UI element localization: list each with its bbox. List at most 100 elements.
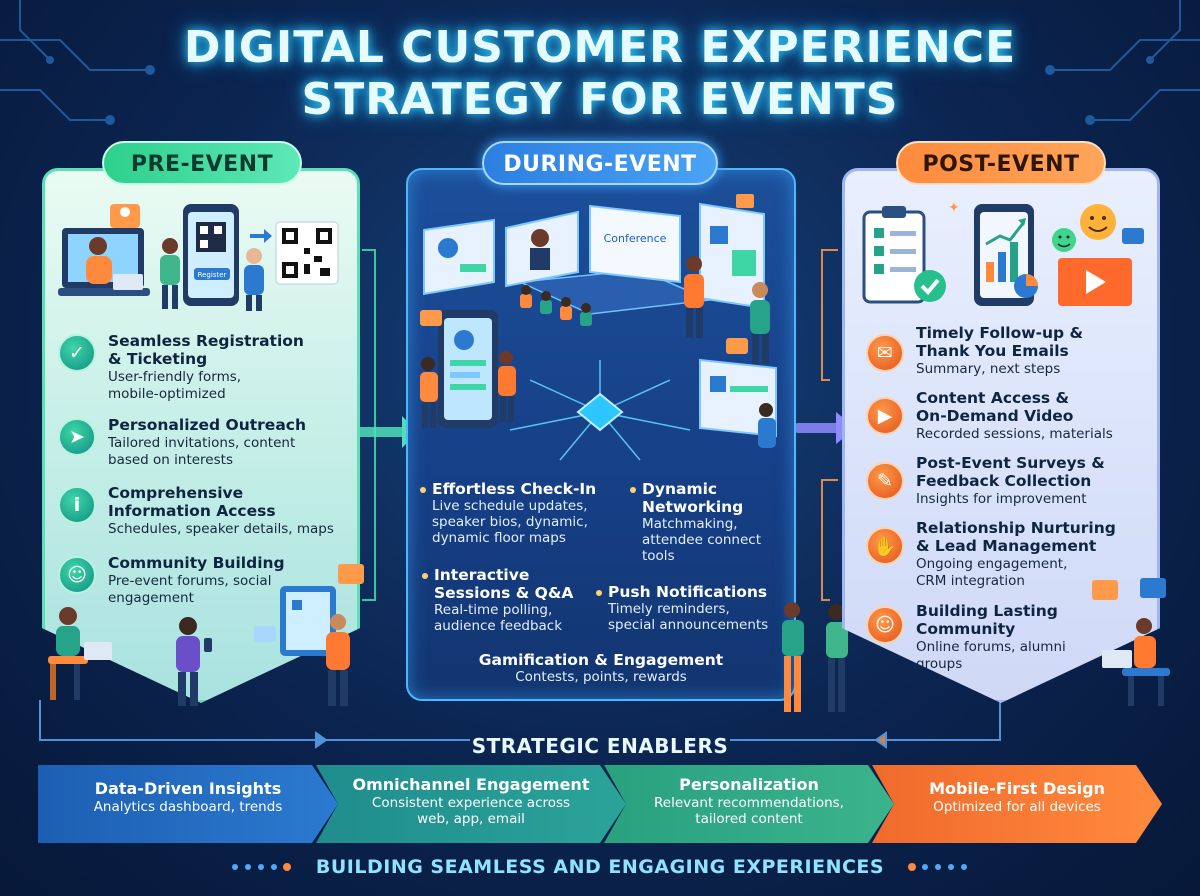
chat-bubble-icon — [420, 310, 442, 326]
chat-bubble-icon — [254, 626, 276, 642]
enabler-data-driven-insights: Data-Driven Insights Analytics dashboard… — [38, 765, 338, 843]
during-event-label: DURING-EVENT — [482, 141, 718, 185]
item-title: On-Demand Video — [916, 407, 1074, 425]
screen-icon — [423, 218, 495, 296]
item-desc: Tailored invitations, content — [108, 435, 296, 451]
item-desc: Contests, points, rewards — [515, 669, 687, 685]
enabler-title: Omnichannel Engagement — [352, 775, 590, 794]
item-desc: User-friendly forms, — [108, 369, 242, 385]
post-event-label: POST-EVENT — [896, 141, 1106, 185]
item-title: Relationship Nurturing — [916, 519, 1116, 537]
item-title: Interactive — [434, 566, 530, 584]
register-button-label: Register — [198, 271, 227, 279]
chat-bubble-icon — [726, 338, 748, 354]
paper-plane-icon: ➤ — [58, 418, 96, 456]
item-title: Seamless Registration — [108, 332, 304, 350]
title-line-1: DIGITAL CUSTOMER EXPERIENCE — [183, 22, 1017, 73]
networking-people-illustration — [782, 602, 848, 712]
during-item-gamification: Gamification & Engagement Contests, poin… — [406, 651, 796, 685]
enabler-omnichannel: Omnichannel Engagement Consistent experi… — [316, 765, 626, 843]
pre-event-label: PRE-EVENT — [102, 141, 302, 185]
during-event-illustration: Conference — [420, 194, 777, 461]
item-title: Community Building — [108, 554, 285, 572]
pre-event-people-illustration — [48, 564, 364, 706]
post-event-person-illustration — [1092, 578, 1170, 706]
during-item-sessions: Interactive Sessions & Q&A Real-time pol… — [422, 566, 573, 634]
item-desc: based on interests — [108, 452, 233, 468]
enabler-desc: Analytics dashboard, trends — [93, 799, 283, 815]
item-title: Dynamic — [642, 480, 718, 498]
during-item-notifications: Push Notifications Timely reminders, spe… — [596, 583, 768, 633]
envelope-icon: ✉ — [866, 334, 904, 372]
chat-bubble-icon — [1092, 580, 1118, 600]
enabler-title: Mobile-First Design — [929, 779, 1105, 798]
item-title: Push Notifications — [608, 583, 768, 601]
info-icon: i — [58, 486, 96, 524]
item-desc: Recorded sessions, materials — [916, 426, 1113, 442]
enabler-desc: tailored content — [695, 811, 803, 827]
item-desc: speaker bios, dynamic, — [432, 514, 588, 530]
item-desc: Online forums, alumni — [916, 639, 1066, 655]
laptop-icon — [1102, 650, 1132, 668]
item-desc: engagement — [108, 590, 194, 606]
enabler-desc: Relevant recommendations, — [654, 795, 844, 811]
item-title: Building Lasting — [916, 602, 1058, 620]
chat-bubble-icon — [338, 564, 364, 584]
checkmark-icon — [914, 270, 946, 302]
item-title: Thank You Emails — [916, 342, 1069, 360]
smile-icon — [1080, 204, 1116, 240]
item-desc: Insights for improvement — [916, 491, 1087, 507]
item-title: Community — [916, 620, 1016, 638]
item-desc: Schedules, speaker details, maps — [108, 521, 334, 537]
item-title: Effortless Check-In — [432, 480, 597, 498]
play-icon: ▶ — [866, 397, 904, 435]
during-item-networking: Dynamic Networking Matchmaking, attendee… — [630, 480, 761, 564]
conference-screen-label: Conference — [604, 232, 667, 245]
item-title: Content Access & — [916, 389, 1070, 407]
handshake-icon: ✋ — [866, 527, 904, 565]
item-desc: Timely reminders, — [608, 601, 730, 617]
enabler-desc: web, app, email — [417, 811, 525, 827]
title-line-2: STRATEGY FOR EVENTS — [301, 74, 899, 125]
post-event-illustration: ✦ — [862, 200, 1144, 306]
item-title: Post-Event Surveys & — [916, 454, 1105, 472]
enabler-mobile-first: Mobile-First Design Optimized for all de… — [872, 765, 1162, 843]
community-icon: ☺ — [58, 556, 96, 594]
item-desc: mobile-optimized — [108, 386, 226, 402]
enabler-personalization: Personalization Relevant recommendations… — [604, 765, 894, 843]
network-hub-icon — [576, 392, 624, 432]
pre-event-illustration: Register — [58, 204, 339, 311]
phone-icon — [204, 638, 212, 652]
item-title: Information Access — [108, 502, 276, 520]
enabler-desc: Optimized for all devices — [933, 799, 1101, 815]
enabler-title: Data-Driven Insights — [94, 779, 282, 798]
item-desc: Live schedule updates, — [432, 498, 588, 514]
survey-icon: ✎ — [866, 462, 904, 500]
item-title: Networking — [642, 498, 744, 516]
item-title: Timely Follow-up & — [916, 324, 1084, 342]
item-title: Sessions & Q&A — [434, 584, 574, 602]
laptop-icon — [84, 642, 112, 660]
item-title: Comprehensive — [108, 484, 244, 502]
chat-bubble-icon — [1140, 578, 1166, 598]
page-title: DIGITAL CUSTOMER EXPERIENCE STRATEGY FOR… — [0, 22, 1200, 126]
item-desc: Pre-event forums, social — [108, 573, 272, 589]
smile-icon — [1052, 228, 1076, 252]
item-desc: attendee connect — [642, 532, 762, 548]
enabler-title: Personalization — [679, 775, 819, 794]
chat-bubble-icon — [736, 194, 754, 208]
item-desc: special announcements — [608, 617, 769, 633]
item-desc: Matchmaking, — [642, 516, 738, 532]
item-title: & Lead Management — [916, 537, 1097, 555]
chat-bubble-icon — [1122, 228, 1144, 244]
item-desc: CRM integration — [916, 573, 1025, 589]
item-title: Feedback Collection — [916, 472, 1092, 490]
item-desc: groups — [916, 656, 963, 672]
enabler-desc: Consistent experience across — [371, 795, 571, 811]
item-title: Personalized Outreach — [108, 416, 306, 434]
during-item-checkin: Effortless Check-In Live schedule update… — [420, 480, 596, 546]
item-desc: dynamic floor maps — [432, 530, 566, 546]
item-title: Gamification & Engagement — [478, 651, 724, 669]
enablers-title: STRATEGIC ENABLERS — [471, 734, 729, 758]
conference-screen — [589, 204, 681, 284]
